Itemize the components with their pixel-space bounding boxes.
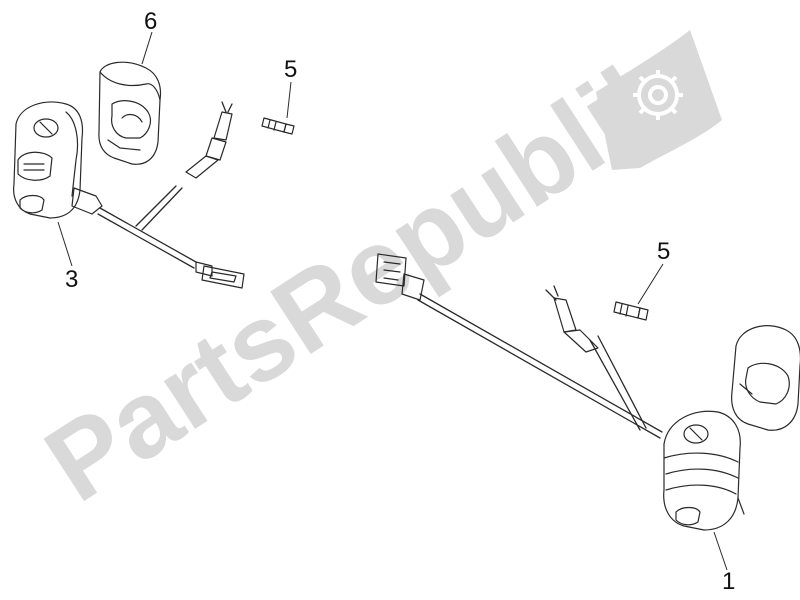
gear-icon [633, 70, 683, 120]
watermark-flag-logo [596, 30, 722, 170]
part-3-left-switch [13, 101, 103, 219]
callout-5-lower-leader [637, 263, 664, 305]
callout-5-lower: 5 [637, 238, 670, 305]
part-1-right-switch [663, 410, 745, 531]
part-5-bulb-lower [613, 301, 649, 321]
right-wiring-harness [375, 253, 663, 439]
callout-5-upper: 5 [284, 56, 297, 119]
callout-3: 3 [57, 221, 78, 293]
left-wiring-harness [97, 185, 245, 289]
upper-bulb-connector [185, 101, 233, 179]
callout-5-upper-leader [286, 81, 292, 119]
callout-3-leader [57, 221, 73, 267]
callout-6: 6 [141, 8, 157, 65]
callout-5-lower-label: 5 [657, 238, 670, 265]
callout-6-leader [141, 31, 153, 65]
callout-1-leader [713, 531, 728, 571]
callout-3-label: 3 [65, 266, 78, 293]
part-6-switch-cover [98, 61, 162, 165]
callout-6-label: 6 [144, 8, 157, 35]
part-5-bulb-upper [261, 117, 295, 135]
right-switch-cover [731, 325, 800, 431]
callout-1: 1 [713, 531, 735, 595]
callout-1-label: 1 [722, 568, 735, 595]
callout-5-upper-label: 5 [284, 56, 297, 83]
